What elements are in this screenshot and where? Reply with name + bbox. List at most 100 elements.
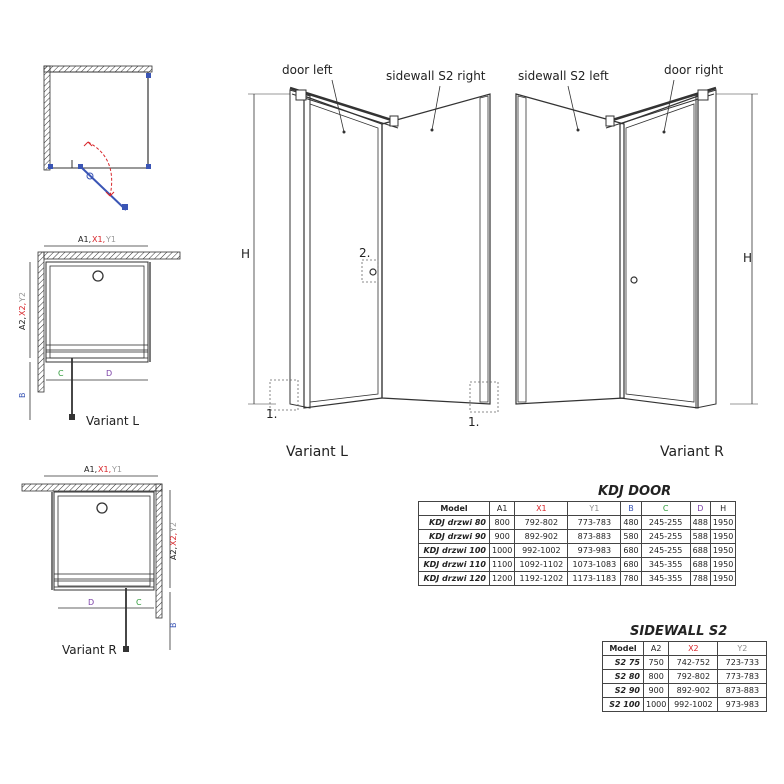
value-cell: 480 bbox=[620, 515, 642, 530]
height-label-r: H bbox=[743, 251, 752, 265]
value-cell: 1100 bbox=[488, 557, 516, 572]
value-cell: 992-1002 bbox=[668, 697, 719, 712]
value-cell: 788 bbox=[689, 571, 711, 586]
model-cell: S2 80 bbox=[602, 669, 644, 684]
value-cell: 873-883 bbox=[567, 529, 622, 544]
dim-a2: A2, bbox=[18, 317, 27, 330]
value-cell: 900 bbox=[642, 683, 670, 698]
value-cell: 973-983 bbox=[567, 543, 622, 558]
value-cell: 580 bbox=[620, 529, 642, 544]
value-cell: 792-802 bbox=[514, 515, 569, 530]
value-cell: 800 bbox=[642, 669, 670, 684]
dim-b-r: B bbox=[169, 623, 178, 629]
sidewall-s2-title: SIDEWALL S2 bbox=[630, 624, 728, 639]
marker-2: 2. bbox=[359, 246, 370, 260]
dim-c-r: C bbox=[136, 598, 142, 607]
dim-d-r: D bbox=[88, 598, 94, 607]
variant-l-plan-label: Variant L bbox=[86, 414, 139, 428]
value-cell: 680 bbox=[620, 543, 642, 558]
model-cell: KDJ drzwi 110 bbox=[418, 557, 490, 572]
sidewall-header-row: Model A2 X2 Y2 bbox=[602, 641, 768, 656]
header-a2: A2 bbox=[642, 641, 670, 656]
variant-l-label: Variant L bbox=[286, 444, 348, 460]
dim-y2: Y2 bbox=[18, 292, 27, 303]
value-cell: 588 bbox=[689, 529, 711, 544]
value-cell: 900 bbox=[488, 529, 516, 544]
value-cell: 345-355 bbox=[640, 557, 691, 572]
value-cell: 750 bbox=[642, 655, 670, 670]
dim-y1: Y1 bbox=[105, 235, 116, 244]
model-cell: KDJ drzwi 100 bbox=[418, 543, 490, 558]
value-cell: 992-1002 bbox=[514, 543, 569, 558]
model-cell: KDJ drzwi 120 bbox=[418, 571, 490, 586]
dim-y1-r: Y1 bbox=[111, 465, 122, 474]
header-model: Model bbox=[418, 501, 490, 516]
header-x1: X1 bbox=[514, 501, 569, 516]
kdj-door-title: KDJ DOOR bbox=[598, 484, 672, 499]
value-cell: 1000 bbox=[642, 697, 670, 712]
kdj-door-header-row: Model A1 X1 Y1 B C D H bbox=[418, 501, 737, 516]
door-right-label: door right bbox=[664, 63, 724, 77]
header-model: Model bbox=[602, 641, 644, 656]
value-cell: 688 bbox=[689, 543, 711, 558]
model-cell: KDJ drzwi 90 bbox=[418, 529, 490, 544]
door-left-label: door left bbox=[282, 63, 333, 77]
value-cell: 488 bbox=[689, 515, 711, 530]
dim-y2-r: Y2 bbox=[169, 522, 178, 533]
sidewall-left-label: sidewall S2 left bbox=[518, 69, 609, 83]
variant-r-plan-label: Variant R bbox=[62, 643, 117, 657]
value-cell: 973-983 bbox=[717, 697, 768, 712]
header-d: D bbox=[689, 501, 711, 516]
marker-1-right: 1. bbox=[468, 415, 479, 429]
value-cell: 245-255 bbox=[640, 543, 691, 558]
dim-c: C bbox=[58, 369, 64, 378]
dim-x1: X1, bbox=[92, 235, 105, 244]
dim-a2-r: A2, bbox=[169, 547, 178, 560]
value-cell: 800 bbox=[488, 515, 516, 530]
header-x2: X2 bbox=[668, 641, 719, 656]
value-cell: 1192-1202 bbox=[514, 571, 569, 586]
value-cell: 1950 bbox=[709, 571, 737, 586]
variant-l-plan: A1, X1, Y1 A2, X2, Y2 B C D Variant L bbox=[18, 235, 181, 428]
header-a1: A1 bbox=[488, 501, 516, 516]
height-label-l: H bbox=[241, 247, 250, 261]
model-cell: S2 100 bbox=[602, 697, 644, 712]
value-cell: 892-902 bbox=[668, 683, 719, 698]
variant-r-plan: A1, X1, Y1 A2, X2, Y2 B D C Variant R bbox=[21, 465, 178, 657]
dim-x1-r: X1, bbox=[98, 465, 111, 474]
header-y1: Y1 bbox=[567, 501, 622, 516]
dim-x2: X2, bbox=[18, 303, 27, 316]
value-cell: 892-902 bbox=[514, 529, 569, 544]
model-cell: S2 90 bbox=[602, 683, 644, 698]
model-cell: KDJ drzwi 80 bbox=[418, 515, 490, 530]
value-cell: 1000 bbox=[488, 543, 516, 558]
marker-1-left: 1. bbox=[266, 407, 277, 421]
sidewall-right-label: sidewall S2 right bbox=[386, 69, 486, 83]
value-cell: 345-355 bbox=[640, 571, 691, 586]
dim-a1: A1, bbox=[78, 235, 91, 244]
header-b: B bbox=[620, 501, 642, 516]
value-cell: 792-802 bbox=[668, 669, 719, 684]
value-cell: 742-752 bbox=[668, 655, 719, 670]
swing-plan-diagram bbox=[43, 65, 153, 211]
value-cell: 1200 bbox=[488, 571, 516, 586]
value-cell: 1950 bbox=[709, 543, 737, 558]
value-cell: 688 bbox=[689, 557, 711, 572]
dim-d: D bbox=[106, 369, 112, 378]
dim-b: B bbox=[18, 393, 27, 399]
value-cell: 873-883 bbox=[717, 683, 768, 698]
model-cell: S2 75 bbox=[602, 655, 644, 670]
header-h: H bbox=[709, 501, 737, 516]
value-cell: 1950 bbox=[709, 529, 737, 544]
